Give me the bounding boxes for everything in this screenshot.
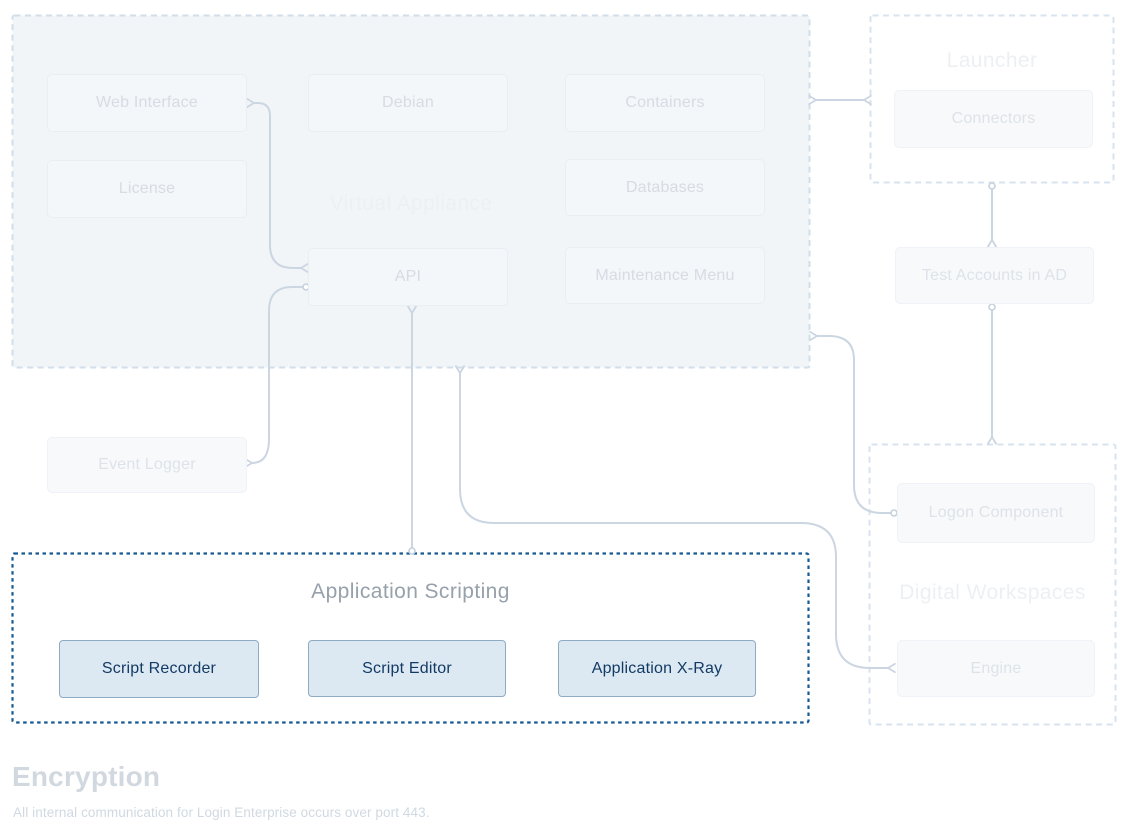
node-license[interactable]: License	[47, 160, 247, 218]
node-maintenance-menu[interactable]: Maintenance Menu	[565, 247, 765, 304]
connector-virtual-appliance-engine	[454, 365, 896, 674]
node-event-logger[interactable]: Event Logger	[47, 437, 247, 493]
connector-api-event-logger	[244, 283, 310, 469]
group-digital-workspaces[interactable]: Digital Workspaces Logon Component Engin…	[869, 444, 1116, 725]
encryption-heading: Encryption	[12, 761, 161, 792]
connector-logon-component-virtual-appliance	[809, 330, 898, 517]
node-logon-component[interactable]: Logon Component	[897, 483, 1095, 543]
group-launcher[interactable]: Launcher Connectors	[870, 15, 1114, 183]
node-test-accounts-in-ad[interactable]: Test Accounts in AD	[895, 247, 1094, 304]
node-application-x-ray[interactable]: Application X-Ray	[558, 640, 756, 697]
node-engine[interactable]: Engine	[897, 640, 1095, 697]
group-virtual-appliance[interactable]: Virtual Appliance Web Interface Debian C…	[12, 15, 810, 368]
node-script-editor[interactable]: Script Editor	[308, 640, 506, 697]
group-application-scripting[interactable]: Application Scripting Script Recorder Sc…	[12, 553, 809, 723]
digital-workspaces-title: Digital Workspaces	[899, 581, 1086, 604]
launcher-title: Launcher	[946, 49, 1038, 72]
node-api[interactable]: API	[308, 248, 508, 306]
node-databases[interactable]: Databases	[565, 159, 765, 216]
application-scripting-title: Application Scripting	[311, 580, 510, 603]
node-script-recorder[interactable]: Script Recorder	[59, 640, 259, 698]
node-connectors[interactable]: Connectors	[894, 90, 1093, 148]
node-web-interface[interactable]: Web Interface	[47, 74, 247, 132]
node-debian[interactable]: Debian	[308, 74, 508, 132]
node-containers[interactable]: Containers	[565, 74, 765, 132]
connector-web-interface-api	[246, 97, 309, 274]
encryption-caption: All internal communication for Login Ent…	[13, 805, 430, 820]
